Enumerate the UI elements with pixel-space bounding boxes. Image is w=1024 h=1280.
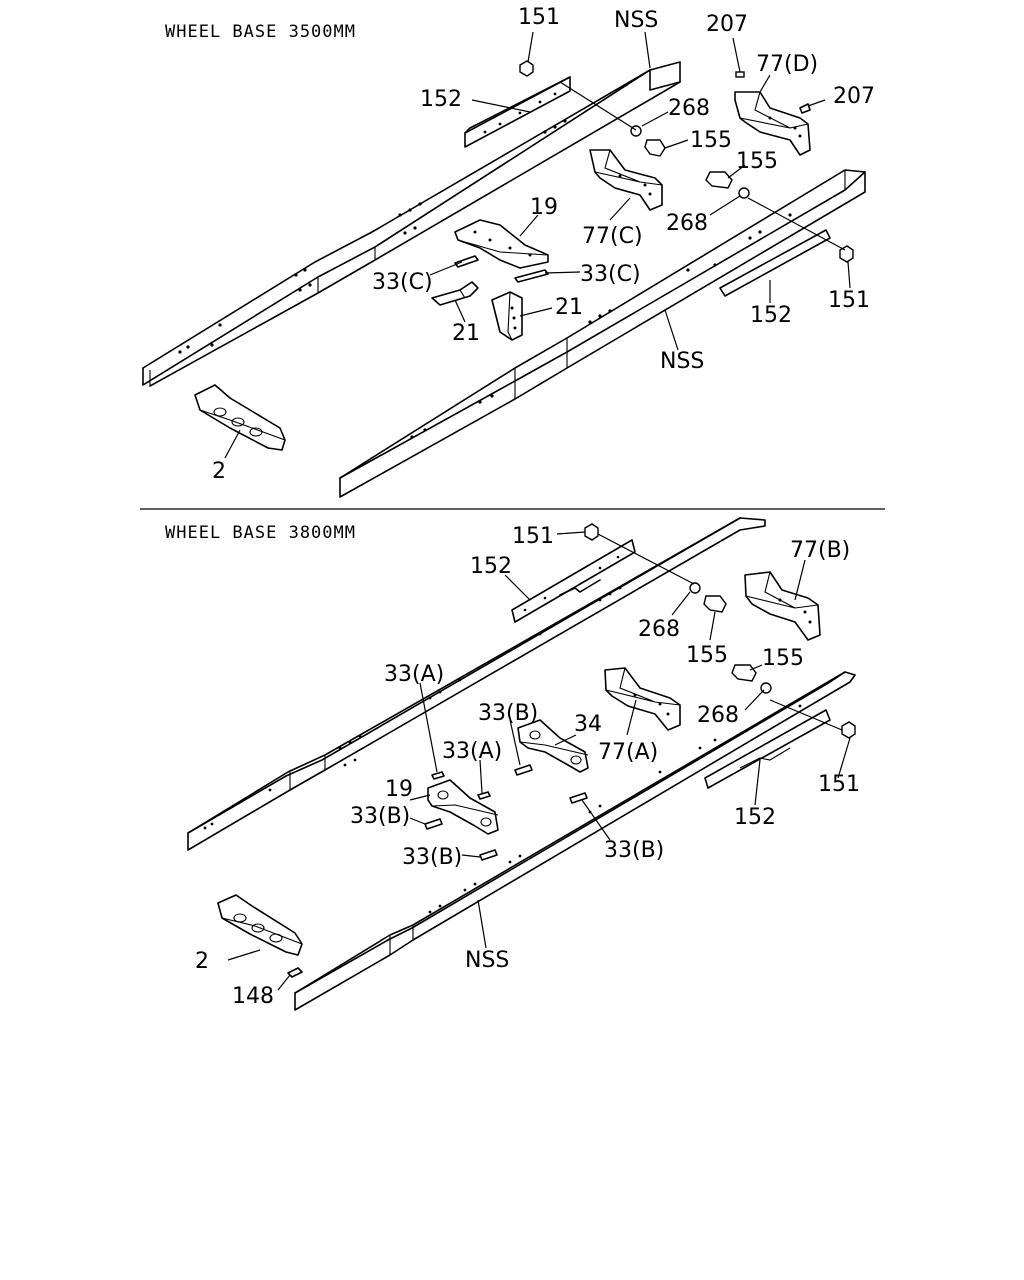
callout-nss: NSS	[465, 948, 509, 973]
crossmember-2	[217, 894, 303, 956]
callout-34: 34	[574, 712, 602, 737]
callout-77a: 77(A)	[598, 740, 658, 765]
callout-21-a: 21	[452, 321, 480, 346]
part-207-top	[735, 71, 745, 78]
callout-19: 19	[530, 195, 558, 220]
shim-33c-right	[514, 269, 549, 283]
callout-77c: 77(C)	[582, 224, 643, 249]
crossmember-77a	[604, 667, 681, 731]
reinforcement-152-front	[719, 229, 831, 297]
nut-151-front	[839, 245, 854, 263]
callout-33a-a: 33(A)	[384, 662, 444, 687]
bracket-21-right	[491, 291, 523, 341]
callout-33b-d: 33(B)	[402, 845, 462, 870]
callout-151-a: 151	[512, 524, 554, 549]
section-wheel-base-3800: WHEEL BASE 3800MM	[165, 517, 860, 1011]
washer-268-front	[738, 187, 750, 199]
reinforcement-152-front	[704, 709, 831, 789]
hardware-front	[731, 664, 856, 739]
callout-nss-a: NSS	[614, 8, 658, 33]
shim-33a-lower	[477, 791, 491, 800]
nut-151-rear	[519, 60, 534, 77]
callout-2: 2	[212, 459, 226, 484]
callout-19: 19	[385, 777, 413, 802]
callout-155-a: 155	[686, 643, 728, 668]
bolt-155-front	[705, 171, 733, 189]
callout-77d: 77(D)	[756, 52, 818, 77]
callout-151-b: 151	[818, 772, 860, 797]
callout-268-b: 268	[666, 211, 708, 236]
part-207-right	[799, 103, 811, 114]
leader-lines	[227, 531, 851, 991]
callout-77b: 77(B)	[790, 538, 850, 563]
callout-155-b: 155	[736, 149, 778, 174]
callouts: 151 77(B) 152 268 155 155 33(A) 268 33(B…	[195, 524, 860, 1009]
shim-33c-left	[454, 255, 479, 268]
callout-nss-b: NSS	[660, 349, 704, 374]
shim-33b-lower	[479, 849, 498, 861]
frame-side-rail-right	[339, 169, 866, 498]
washer-268-rear	[689, 582, 701, 594]
shim-33b-upper	[514, 764, 533, 776]
nut-151-front	[841, 721, 856, 739]
callout-33a-b: 33(A)	[442, 739, 502, 764]
crossmember-19	[427, 779, 499, 835]
shim-33b-left	[424, 818, 443, 830]
callout-33b-a: 33(B)	[478, 701, 538, 726]
callout-33c-b: 33(C)	[580, 262, 641, 287]
callout-268-b: 268	[697, 703, 739, 728]
crossmember-19	[454, 219, 549, 269]
callouts: 151 NSS 207 77(D) 207 152 268 155 155 26…	[212, 5, 875, 484]
callout-33b-b: 33(B)	[350, 804, 410, 829]
section-title: WHEEL BASE 3500MM	[165, 22, 356, 42]
frame-side-rail-left	[187, 517, 766, 851]
callout-155-b: 155	[762, 646, 804, 671]
callout-207-b: 207	[833, 84, 875, 109]
reinforcement-152-rear	[511, 539, 636, 623]
callout-268-a: 268	[668, 96, 710, 121]
crossmember-77d	[734, 91, 811, 156]
crossmember-77b	[744, 571, 821, 641]
callout-2: 2	[195, 949, 209, 974]
part-148	[287, 967, 303, 978]
hardware-front	[705, 171, 854, 263]
callout-148: 148	[232, 984, 274, 1009]
callout-155-a: 155	[690, 128, 732, 153]
shim-33b-right	[569, 792, 588, 804]
bolt-155-front	[731, 664, 757, 682]
hardware-rear	[584, 523, 727, 613]
shim-33a-upper	[431, 771, 445, 780]
callout-21-b: 21	[555, 295, 583, 320]
callout-33b-c: 33(B)	[604, 838, 664, 863]
bolt-155-rear	[703, 595, 727, 613]
callout-152-b: 152	[734, 805, 776, 830]
callout-152-a: 152	[420, 87, 462, 112]
callout-33c-a: 33(C)	[372, 270, 433, 295]
nut-151-rear	[584, 523, 599, 541]
section-wheel-base-3500: WHEEL BASE 3500MM	[142, 5, 875, 498]
callout-268-a: 268	[638, 617, 680, 642]
leader-lines	[224, 31, 851, 459]
bolt-155-rear	[644, 139, 666, 157]
reinforcement-152-rear	[464, 76, 571, 148]
section-title: WHEEL BASE 3800MM	[165, 523, 356, 543]
crossmember-77c	[589, 149, 663, 211]
frame-side-rail-left	[142, 61, 681, 387]
crossmember-34	[517, 719, 589, 773]
callout-151-b: 151	[828, 288, 870, 313]
crossmember-2	[194, 384, 286, 451]
callout-151-a: 151	[518, 5, 560, 30]
callout-152-a: 152	[470, 554, 512, 579]
bracket-21-left	[431, 281, 479, 306]
callout-207-a: 207	[706, 12, 748, 37]
frame-side-rail-right	[294, 671, 856, 1011]
callout-152-b: 152	[750, 303, 792, 328]
